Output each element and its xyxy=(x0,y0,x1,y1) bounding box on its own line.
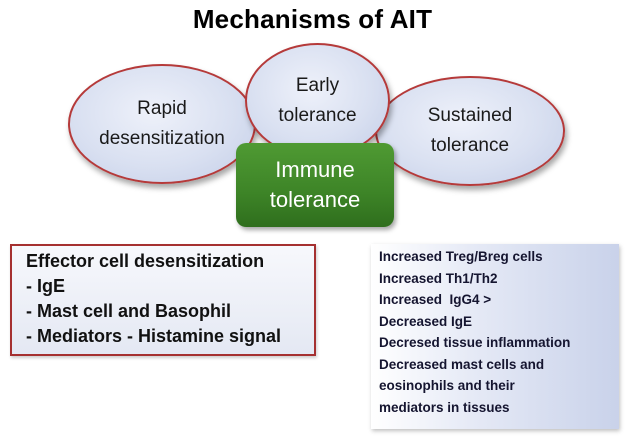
outcome-item: mediators in tissues xyxy=(379,399,510,415)
rapid-desensitization-label: Rapid desensitization xyxy=(99,98,225,149)
immune-tolerance-label: Immune tolerance xyxy=(269,157,361,212)
outcome-item: Increased IgG4 > xyxy=(379,292,492,307)
rapid-desensitization-ellipse: Rapid desensitization xyxy=(68,64,256,184)
outcome-item: eosinophils and their xyxy=(379,378,515,393)
tolerance-outcomes-box: Increased Treg/Breg cells Increased Th1/… xyxy=(371,244,619,429)
outcome-item: Decreased mast cells and xyxy=(379,356,545,372)
outcome-item: Decresed tissue inflammation xyxy=(379,335,571,350)
effector-item: - IgE xyxy=(26,276,65,296)
early-tolerance-ellipse: Early tolerance xyxy=(245,43,390,158)
sustained-tolerance-label: Sustained tolerance xyxy=(427,105,513,156)
effector-item: - Mast cell and Basophil xyxy=(26,301,232,321)
diagram-title: Mechanisms of AIT xyxy=(192,4,433,34)
early-tolerance-label: Early tolerance xyxy=(278,74,357,126)
outcome-item: Increased Treg/Breg cells xyxy=(379,249,543,264)
outcome-item: Decreased IgE xyxy=(379,313,473,329)
effector-desensitization-box: Effector cell desensitization - IgE - Ma… xyxy=(10,244,316,356)
sustained-tolerance-ellipse: Sustained tolerance xyxy=(375,76,565,186)
effector-item: - Mediators - Histamine signal xyxy=(26,326,282,346)
outcome-item: Increased Th1/Th2 xyxy=(379,270,498,286)
immune-tolerance-box: Immune tolerance xyxy=(236,143,394,227)
effector-heading: Effector cell desensitization xyxy=(26,251,265,271)
